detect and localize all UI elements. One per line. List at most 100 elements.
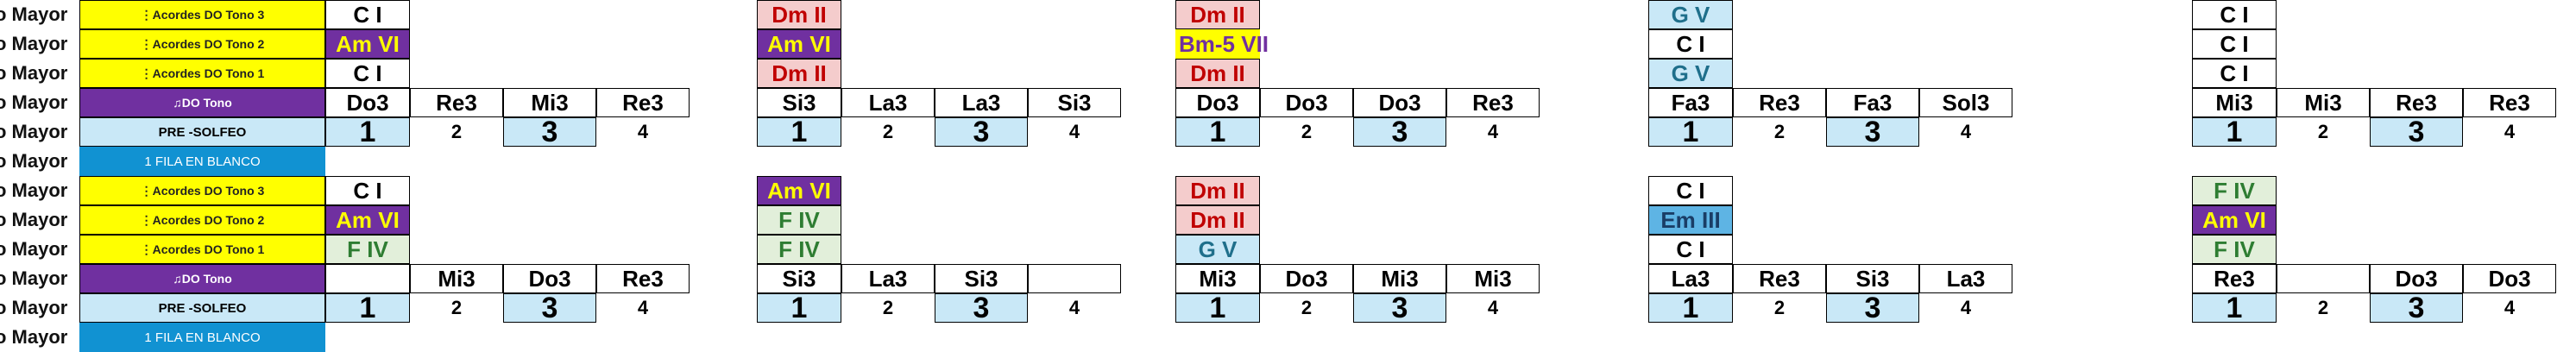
note-cell[interactable]: Mi3 (1175, 264, 1260, 293)
note-cell[interactable]: Si3 (935, 264, 1028, 293)
chord-cell[interactable]: Am VI (325, 205, 410, 235)
note-cell[interactable]: Do3 (1260, 264, 1353, 293)
note-label: Re3 (436, 90, 477, 116)
label-text: DO Tono (181, 96, 232, 110)
note-cell[interactable]: La3 (935, 88, 1028, 117)
beat-number: 1 (1209, 292, 1226, 324)
note-label: Si3 (1855, 266, 1890, 292)
chord-cell[interactable]: Dm II (1175, 205, 1260, 235)
note-cell[interactable]: Re3 (1446, 88, 1540, 117)
chord-cell[interactable]: Bm-5 VII (1175, 29, 1269, 59)
chord-cell[interactable]: G V (1648, 0, 1733, 29)
beat-cell: 4 (1919, 117, 2012, 147)
beat-cell-strong: 1 (1175, 117, 1260, 147)
chord-cell[interactable]: C I (2192, 59, 2277, 88)
note-cell[interactable]: Re3 (596, 88, 690, 117)
note-label: La3 (868, 266, 908, 292)
chord-cell[interactable]: Am VI (757, 176, 841, 205)
note-cell[interactable]: Si3 (1826, 264, 1919, 293)
note-cell[interactable]: Do3 (325, 88, 410, 117)
beat-number: 2 (1773, 121, 1786, 142)
chord-cell[interactable]: C I (325, 0, 410, 29)
note-cell[interactable]: Mi3 (503, 88, 596, 117)
beat-number: 1 (359, 292, 376, 324)
chord-cell[interactable]: Am VI (2192, 205, 2277, 235)
note-cell[interactable]: Re3 (1733, 264, 1826, 293)
label-text: Acordes DO Tono 3 (152, 8, 265, 22)
chord-cell[interactable]: C I (1648, 176, 1733, 205)
chord-cell[interactable]: C I (2192, 29, 2277, 59)
chord-cell[interactable]: C I (325, 59, 410, 88)
note-cell[interactable]: Re3 (2370, 88, 2463, 117)
chord-cell[interactable]: C I (2192, 0, 2277, 29)
note-cell[interactable]: Re3 (2463, 88, 2556, 117)
chord-cell[interactable]: F IV (757, 205, 841, 235)
note-cell[interactable]: La3 (841, 88, 935, 117)
chord-label: C I (353, 2, 382, 28)
note-label: Re3 (2489, 90, 2530, 116)
note-cell[interactable]: Do3 (1260, 88, 1353, 117)
note-cell[interactable] (2277, 264, 2370, 293)
note-label: Re3 (2214, 266, 2255, 292)
chord-cell[interactable]: Dm II (1175, 59, 1260, 88)
note-cell[interactable]: Do3 (2370, 264, 2463, 293)
label-blank-row: 1 FILA EN BLANCO (79, 147, 325, 176)
beat-number: 1 (1209, 116, 1226, 148)
chord-cell[interactable]: Dm II (1175, 176, 1260, 205)
row-header: o Mayor (0, 88, 72, 117)
note-cell[interactable] (1028, 264, 1121, 293)
chord-cell[interactable]: Dm II (1175, 0, 1260, 29)
note-label: Re3 (622, 266, 664, 292)
chord-cell[interactable]: C I (1648, 235, 1733, 264)
note-cell[interactable]: Mi3 (410, 264, 503, 293)
note-cell[interactable]: Sol3 (1919, 88, 2012, 117)
chord-label: C I (1676, 31, 1705, 57)
chord-cell[interactable]: G V (1175, 235, 1260, 264)
note-cell[interactable]: Do3 (1353, 88, 1446, 117)
note-cell[interactable]: La3 (1919, 264, 2012, 293)
chord-cell[interactable]: F IV (325, 235, 410, 264)
chord-cell[interactable]: C I (325, 176, 410, 205)
note-cell[interactable]: Mi3 (1353, 264, 1446, 293)
note-cell[interactable]: Re3 (2192, 264, 2277, 293)
note-cell[interactable]: Mi3 (1446, 264, 1540, 293)
beat-cell: 2 (841, 293, 935, 323)
note-cell[interactable]: La3 (841, 264, 935, 293)
chord-cell[interactable]: Dm II (757, 59, 841, 88)
note-cell[interactable]: Mi3 (2277, 88, 2370, 117)
note-cell[interactable]: Re3 (1733, 88, 1826, 117)
row-header: o Mayor (0, 176, 72, 205)
beat-cell-strong: 3 (503, 293, 596, 323)
note-cell[interactable]: Mi3 (2192, 88, 2277, 117)
beat-cell: 2 (1733, 117, 1826, 147)
chord-cell[interactable]: Dm II (757, 0, 841, 29)
note-cell[interactable]: Fa3 (1826, 88, 1919, 117)
chord-cell[interactable]: Em III (1648, 205, 1733, 235)
chord-cell[interactable]: F IV (2192, 235, 2277, 264)
beat-number: 1 (2226, 116, 2243, 148)
note-cell[interactable]: Do3 (1175, 88, 1260, 117)
note-cell[interactable]: Do3 (2463, 264, 2556, 293)
chord-cell[interactable]: F IV (2192, 176, 2277, 205)
beat-cell-strong: 3 (1826, 117, 1919, 147)
note-cell[interactable]: Re3 (410, 88, 503, 117)
note-cell[interactable]: Si3 (757, 264, 841, 293)
note-label: La3 (868, 90, 908, 116)
chord-cell[interactable]: Am VI (325, 29, 410, 59)
label-chords-3: ⋮ Acordes DO Tono 3 (79, 176, 325, 205)
note-cell[interactable]: Si3 (1028, 88, 1121, 117)
note-cell[interactable]: Si3 (757, 88, 841, 117)
note-cell[interactable]: Fa3 (1648, 88, 1733, 117)
chord-label: C I (2220, 2, 2249, 28)
chord-cell[interactable]: C I (1648, 29, 1733, 59)
note-label: Fa3 (1671, 90, 1710, 116)
beat-cell: 2 (410, 293, 503, 323)
row-header-label: o Mayor (0, 121, 68, 142)
chord-cell[interactable]: F IV (757, 235, 841, 264)
chord-cell[interactable]: Am VI (757, 29, 841, 59)
note-cell[interactable] (325, 264, 410, 293)
note-cell[interactable]: Re3 (596, 264, 690, 293)
chord-cell[interactable]: G V (1648, 59, 1733, 88)
note-cell[interactable]: Do3 (503, 264, 596, 293)
note-cell[interactable]: La3 (1648, 264, 1733, 293)
